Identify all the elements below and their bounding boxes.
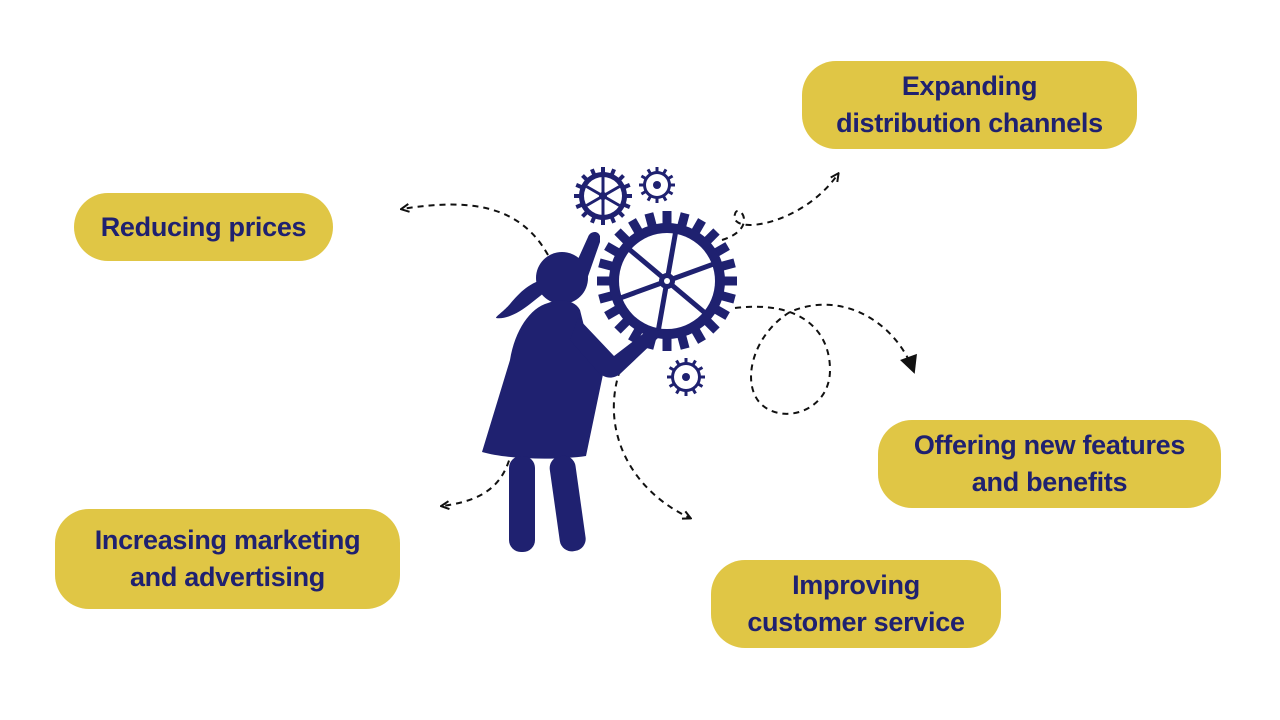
offering-features-label: Offering new features and benefits <box>878 420 1221 508</box>
offering-features-line1: Offering new features <box>913 430 1186 460</box>
increasing-marketing-line2: and advertising <box>129 562 326 592</box>
reducing-prices-line1: Reducing prices <box>100 211 307 242</box>
increasing-marketing-line1: Increasing marketing <box>94 525 361 555</box>
small-gear-icon <box>667 358 705 396</box>
improving-service-line1: Improving <box>792 570 920 600</box>
arrow-to-offering-features <box>734 303 917 415</box>
improving-service-line2: customer service <box>747 607 965 637</box>
small-gear-icon <box>639 167 675 203</box>
expanding-distribution-line2: distribution channels <box>836 108 1103 138</box>
dashed-arrows <box>402 174 917 518</box>
reducing-prices-label: Reducing prices <box>74 193 333 261</box>
increasing-marketing-label: Increasing marketing and advertising <box>55 509 400 609</box>
arrow-to-increasing-marketing <box>442 449 513 506</box>
woman-figure-icon <box>482 231 659 552</box>
expanding-distribution-line1: Expanding <box>901 71 1038 101</box>
arrow-to-expanding-distribution <box>721 174 838 241</box>
large-gear-icon <box>597 211 737 351</box>
expanding-distribution-label: Expanding distribution channels <box>802 61 1137 149</box>
arrow-to-reducing-prices <box>402 205 549 256</box>
improving-service-label: Improving customer service <box>711 560 1001 648</box>
arrow-to-improving-service <box>612 369 690 518</box>
small-gear-icon <box>574 167 632 225</box>
offering-features-line2: and benefits <box>971 467 1128 497</box>
